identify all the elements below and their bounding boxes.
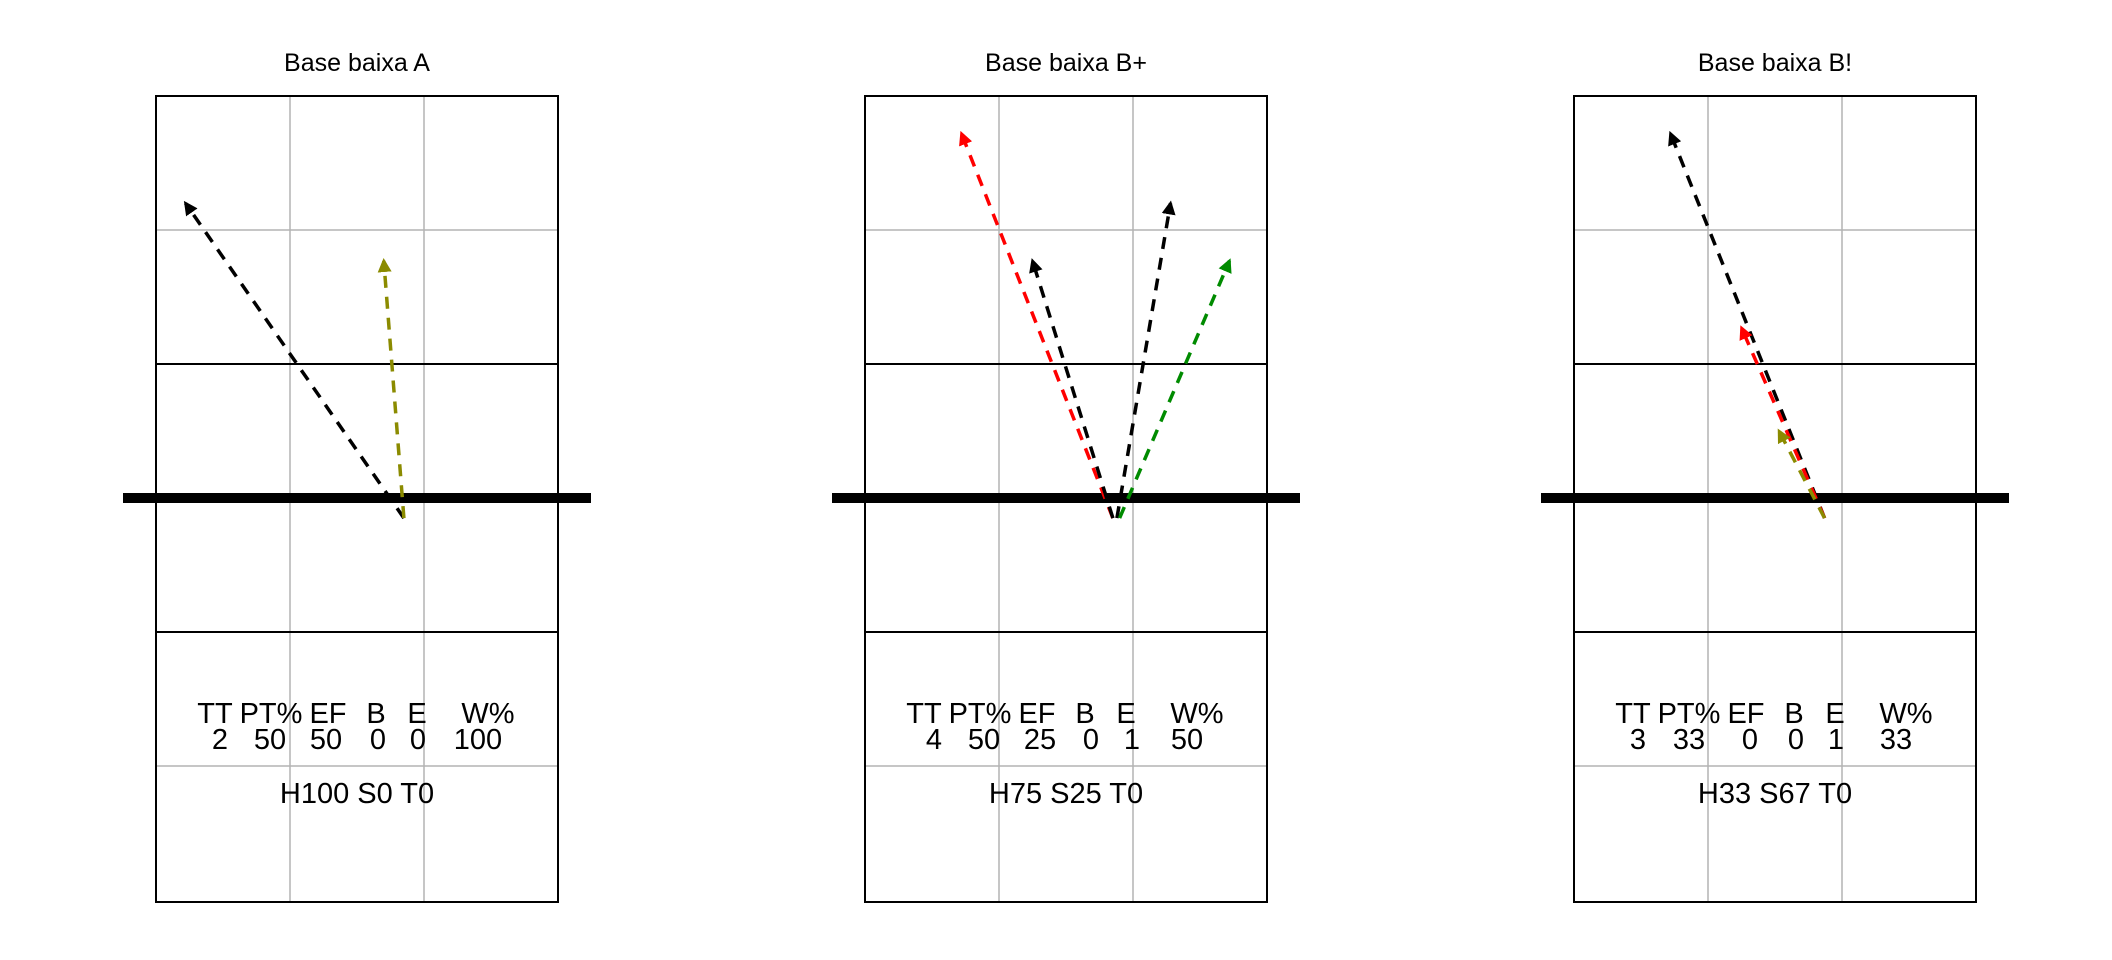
stats-header-ef: EF bbox=[1018, 698, 1055, 730]
stats-header-b: B bbox=[1784, 698, 1803, 730]
court-grid bbox=[123, 95, 591, 903]
stats-value-e: 1 bbox=[1124, 724, 1140, 756]
stats-header-row: TT PT% EF B E W% bbox=[197, 698, 514, 730]
stats-value-b: 0 bbox=[370, 724, 386, 756]
shot-arrows bbox=[959, 130, 1232, 519]
stats-header-pt: PT% bbox=[1658, 698, 1721, 730]
stats-header-ef: EF bbox=[309, 698, 346, 730]
stats-value-w: 100 bbox=[454, 724, 502, 756]
stats-header-tt: TT bbox=[1615, 698, 1651, 730]
court-panel-2: Base baixa B+ TT PT% EF B E W% 4 50 25 0… bbox=[832, 49, 1300, 903]
shot-arrow bbox=[377, 258, 406, 519]
stats-header-pt: PT% bbox=[949, 698, 1012, 730]
stats-value-tt: 3 bbox=[1630, 724, 1646, 756]
stats-header-e: E bbox=[1116, 698, 1135, 730]
stats-value-ef: 50 bbox=[310, 724, 342, 756]
stats-value-b: 0 bbox=[1083, 724, 1099, 756]
summary-text: H75 S25 T0 bbox=[989, 778, 1143, 810]
shot-arrows bbox=[183, 200, 406, 520]
shot-arrows bbox=[1668, 130, 1827, 519]
stats-header-w: W% bbox=[1879, 698, 1932, 730]
stats-value-ef: 25 bbox=[1024, 724, 1056, 756]
stats-value-b: 0 bbox=[1788, 724, 1804, 756]
stats-value-w: 50 bbox=[1171, 724, 1203, 756]
shot-arrow bbox=[1029, 258, 1115, 519]
court-grid bbox=[832, 95, 1300, 903]
stats-header-ef: EF bbox=[1727, 698, 1764, 730]
stats-value-row: 4 50 25 0 1 50 bbox=[926, 724, 1203, 756]
shot-arrow bbox=[183, 200, 406, 520]
summary-text: H33 S67 T0 bbox=[1698, 778, 1852, 810]
court-panel-1: Base baixa A TT PT% EF B E W% 2 50 50 0 … bbox=[123, 49, 591, 903]
panel-title: Base baixa B! bbox=[1698, 49, 1852, 77]
stats-header-tt: TT bbox=[906, 698, 942, 730]
stats-value-w: 33 bbox=[1880, 724, 1912, 756]
stats-header-row: TT PT% EF B E W% bbox=[906, 698, 1223, 730]
shot-arrow bbox=[1668, 130, 1827, 519]
shot-arrow bbox=[1115, 200, 1176, 519]
stats-header-pt: PT% bbox=[240, 698, 303, 730]
summary-text: H100 S0 T0 bbox=[280, 778, 434, 810]
stats-header-b: B bbox=[366, 698, 385, 730]
stats-header-b: B bbox=[1075, 698, 1094, 730]
stats-value-pt: 50 bbox=[968, 724, 1000, 756]
stats-header-e: E bbox=[1825, 698, 1844, 730]
stats-value-row: 3 33 0 0 1 33 bbox=[1630, 724, 1912, 756]
stats-header-e: E bbox=[407, 698, 426, 730]
shot-arrow bbox=[1117, 258, 1232, 519]
shot-arrow bbox=[1739, 325, 1827, 519]
shot-arrow bbox=[1777, 428, 1827, 519]
stats-value-tt: 2 bbox=[212, 724, 228, 756]
stats-header-row: TT PT% EF B E W% bbox=[1615, 698, 1932, 730]
stats-header-w: W% bbox=[461, 698, 514, 730]
stats-value-pt: 50 bbox=[254, 724, 286, 756]
stats-value-ef: 0 bbox=[1742, 724, 1758, 756]
court-panel-3: Base baixa B! TT PT% EF B E W% 3 33 0 0 … bbox=[1541, 49, 2009, 903]
stats-value-e: 1 bbox=[1828, 724, 1844, 756]
shot-arrow bbox=[959, 130, 1115, 519]
stats-value-pt: 33 bbox=[1673, 724, 1705, 756]
stats-value-row: 2 50 50 0 0 100 bbox=[212, 724, 502, 756]
panel-title: Base baixa A bbox=[284, 49, 430, 77]
stats-value-tt: 4 bbox=[926, 724, 942, 756]
stats-header-tt: TT bbox=[197, 698, 233, 730]
stats-value-e: 0 bbox=[410, 724, 426, 756]
court-grid bbox=[1541, 95, 2009, 903]
stats-header-w: W% bbox=[1170, 698, 1223, 730]
panel-title: Base baixa B+ bbox=[985, 49, 1147, 77]
